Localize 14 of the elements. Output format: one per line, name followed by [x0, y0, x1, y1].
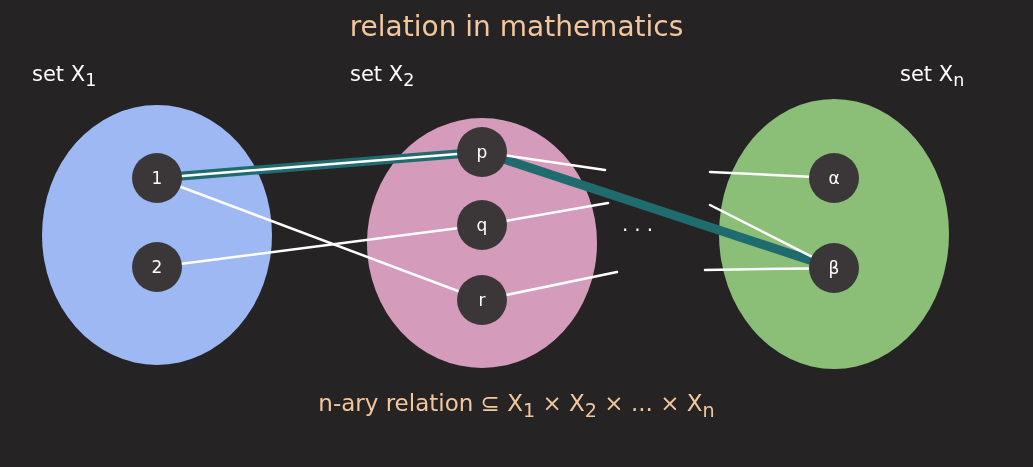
relation-line — [505, 201, 610, 222]
relation-line — [179, 185, 460, 293]
relation-line — [180, 226, 459, 266]
ellipsis-label: ... — [622, 212, 660, 236]
set-heading: set X$_{2}$ — [350, 62, 415, 91]
diagram-title: relation in mathematics — [348, 10, 685, 43]
relation-line — [703, 267, 811, 272]
relation-line — [708, 203, 813, 258]
relation-formula: n-ary relation ⊆ X$_{1}$ × X$_{2}$ × ... × X$_{n}$ — [317, 390, 716, 422]
relation-line — [505, 154, 607, 172]
set-heading: set X$_{1}$ — [32, 62, 97, 91]
relation-line — [708, 170, 811, 179]
relation-line — [505, 270, 619, 297]
set-heading: set X$_{n}$ — [900, 62, 965, 91]
